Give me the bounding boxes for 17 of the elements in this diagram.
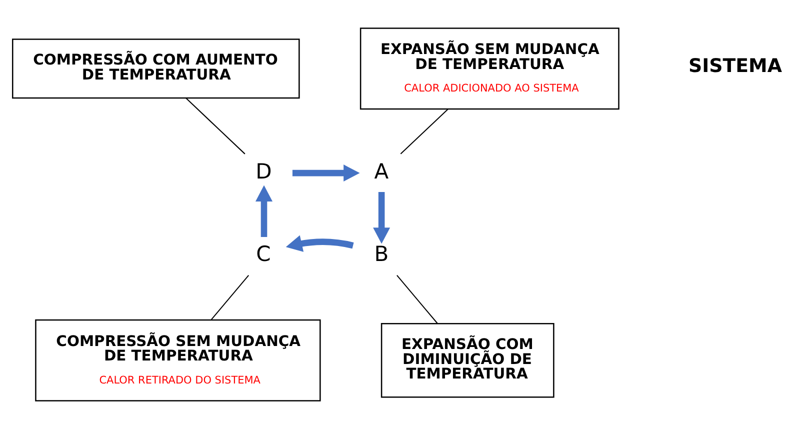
node-text: B [374,242,389,266]
connector [396,274,438,324]
connector [186,98,246,154]
connector [400,108,448,154]
node-box: EXPANSÃO SEM MUDANÇA DE TEMPERATURA CALOR ADICIONADO AO SISTEMA [360,28,620,110]
node-text: D [256,159,272,184]
arrow [255,185,273,238]
label: SISTEMA [688,55,782,78]
connector [210,274,250,320]
node-text: A [374,159,389,184]
node-box: COMPRESSÃO SEM MUDANÇA DE TEMPERATURA CALOR RETIRADO DO SISTEMA [35,319,321,402]
node-text: C [256,242,271,266]
arrow [286,235,354,252]
node-box: COMPRESSÃO COM AUMENTO DE TEMPERATURA [12,38,300,99]
node-box: EXPANSÃO COM DIMINUIÇÃO DE TEMPERATURA [380,323,554,398]
arrow [373,192,390,244]
arrow [292,164,360,182]
